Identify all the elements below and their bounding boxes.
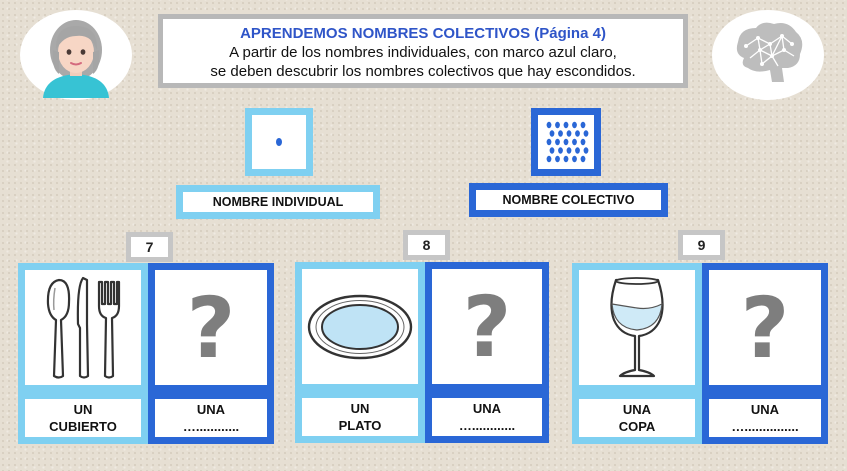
individual-caption-8: UN PLATO xyxy=(295,391,425,443)
brain-icon xyxy=(736,22,803,83)
cutlery-icon xyxy=(46,276,121,379)
dot xyxy=(558,130,563,137)
dot xyxy=(580,155,586,163)
single-dot-icon xyxy=(276,138,282,146)
dot xyxy=(563,138,569,146)
individual-caption-7: UN CUBIERTO xyxy=(18,392,148,444)
collective-legend-swatch xyxy=(531,108,601,176)
card-number-8: 8 xyxy=(403,230,450,260)
collective-label-text: NOMBRE COLECTIVO xyxy=(502,193,635,207)
collective-legend-label: NOMBRE COLECTIVO xyxy=(469,183,668,217)
avatar-badge xyxy=(20,10,132,100)
dot-grid-icon xyxy=(546,121,589,163)
question-mark: ? xyxy=(186,278,236,377)
dot xyxy=(566,147,572,154)
dot xyxy=(546,138,552,146)
question-mark: ? xyxy=(462,277,512,376)
dot xyxy=(572,138,577,146)
individual-card-plate xyxy=(295,262,425,391)
individual-card-cutlery xyxy=(18,263,148,392)
dot xyxy=(572,121,577,129)
brain-badge xyxy=(712,10,824,100)
collective-caption-8: UNA …............ xyxy=(425,391,549,443)
collective-card-8: ? xyxy=(425,262,549,391)
dot xyxy=(563,155,569,163)
instruction-line-2: se deben descubrir los nombres colectivo… xyxy=(210,63,636,80)
dot xyxy=(580,121,586,129)
dot xyxy=(566,130,572,137)
dot xyxy=(558,147,563,154)
dot xyxy=(546,155,552,163)
card-number-9: 9 xyxy=(678,230,725,260)
dot xyxy=(580,138,586,146)
dot xyxy=(563,121,569,129)
question-mark: ? xyxy=(740,278,790,377)
dot xyxy=(572,155,577,163)
collective-card-7: ? xyxy=(148,263,274,392)
collective-caption-7: UNA …............ xyxy=(148,392,274,444)
dot xyxy=(555,121,560,129)
dot xyxy=(546,121,552,129)
dot xyxy=(549,130,555,137)
dot xyxy=(583,147,589,154)
header-panel: APRENDEMOS NOMBRES COLECTIVOS (Página 4)… xyxy=(158,14,688,88)
dot xyxy=(583,130,589,137)
avatar-icon xyxy=(43,20,109,98)
dot xyxy=(575,147,580,154)
collective-caption-9: UNA …............... xyxy=(702,392,828,444)
plate-icon xyxy=(307,294,413,359)
dot xyxy=(575,130,580,137)
wine-glass-icon xyxy=(610,276,664,377)
collective-card-9: ? xyxy=(702,263,828,392)
instruction-line-1: A partir de los nombres individuales, co… xyxy=(229,44,617,61)
individual-caption-9: UNA COPA xyxy=(572,392,702,444)
card-number-7: 7 xyxy=(126,232,173,262)
dot xyxy=(549,147,555,154)
individual-legend-label: NOMBRE INDIVIDUAL xyxy=(176,185,380,219)
individual-card-glass xyxy=(572,263,702,392)
individual-legend-swatch xyxy=(245,108,313,176)
individual-label-text: NOMBRE INDIVIDUAL xyxy=(212,195,344,209)
dot xyxy=(555,155,560,163)
dot xyxy=(555,138,560,146)
page-title: APRENDEMOS NOMBRES COLECTIVOS (Página 4) xyxy=(240,25,606,42)
